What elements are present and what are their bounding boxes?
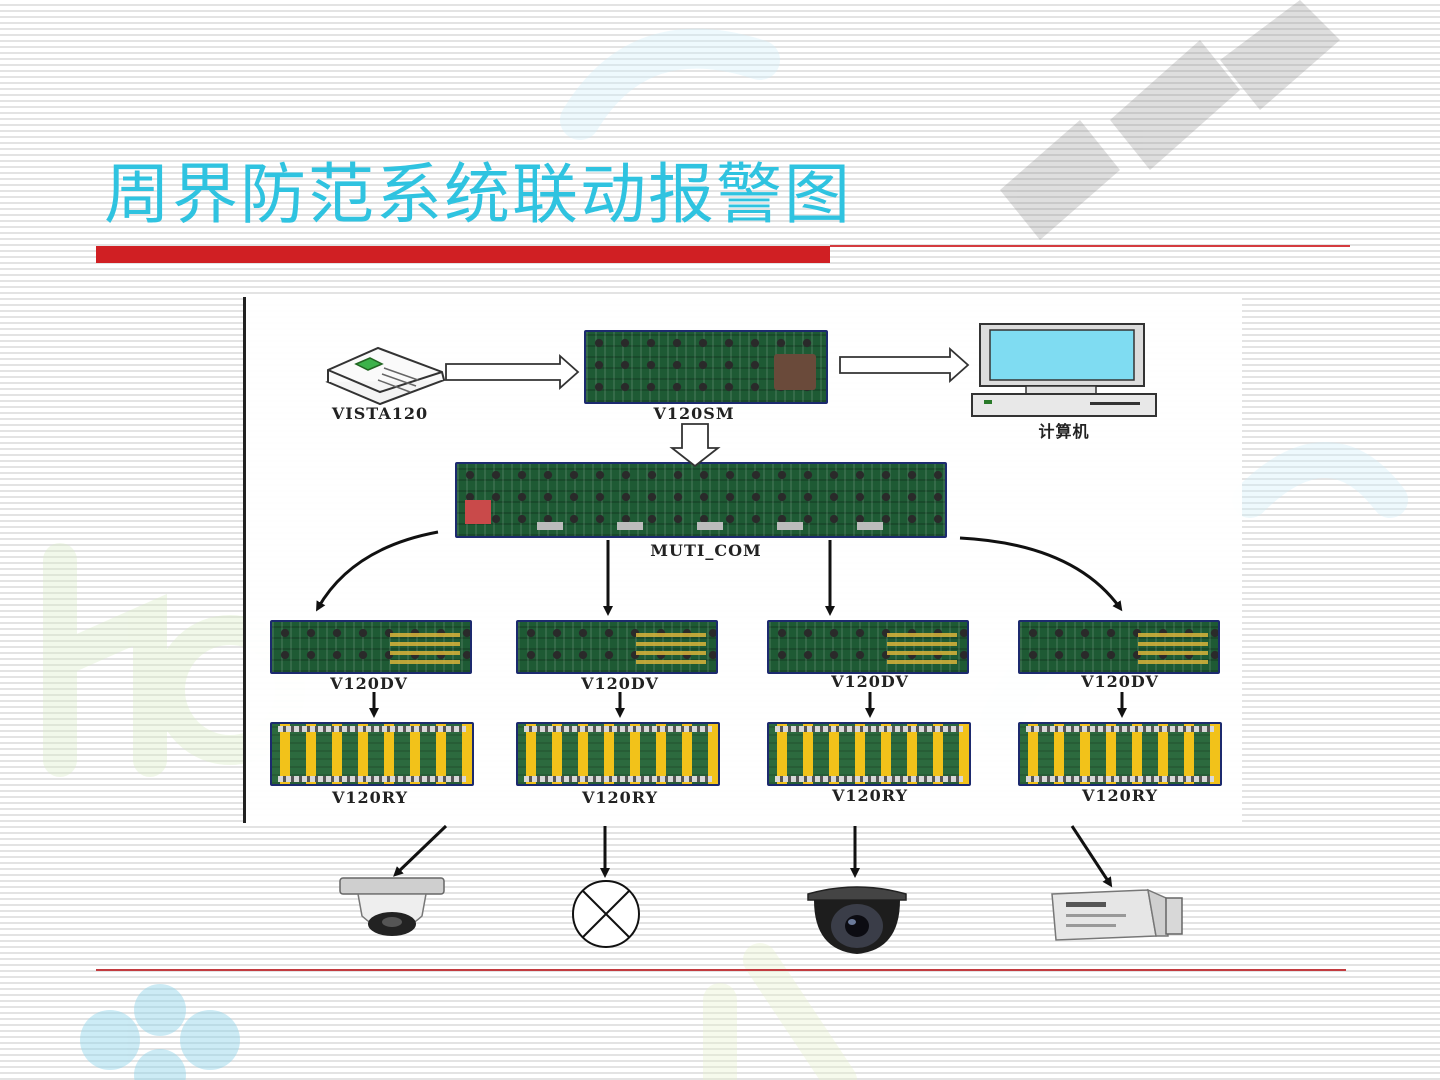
dome-camera-icon xyxy=(807,886,907,954)
arrow-ry-to-device-4 xyxy=(1070,825,1113,888)
vista120-label: VISTA120 xyxy=(331,404,429,423)
v120sm-label: V120SM xyxy=(653,404,735,423)
v120dv-board xyxy=(516,620,718,674)
slide-title: 周界防范系统联动报警图 xyxy=(104,156,852,233)
v120ry-label: V120RY xyxy=(581,788,659,807)
speed-dome-camera-icon xyxy=(339,877,445,936)
v120ry-board xyxy=(767,722,971,786)
box-camera-icon xyxy=(1051,888,1183,941)
vista120-panel-icon xyxy=(325,346,447,406)
v120ry-board xyxy=(516,722,720,786)
computer-label: 计算机 xyxy=(1038,422,1090,441)
v120dv-label: V120DV xyxy=(831,672,909,691)
v120dv-label: V120DV xyxy=(330,674,408,693)
v120sm-board xyxy=(584,330,828,404)
v120ry-label: V120RY xyxy=(1081,786,1159,805)
v120ry-label: V120RY xyxy=(831,786,909,805)
title-rule xyxy=(830,245,1350,247)
v120dv-board xyxy=(1018,620,1220,674)
v120ry-label: V120RY xyxy=(331,788,409,807)
title-accent-bar xyxy=(96,246,830,263)
diagram-left-edge xyxy=(243,297,246,823)
computer-icon xyxy=(971,323,1157,417)
v120dv-board xyxy=(270,620,472,674)
arrow-ry-to-device-1 xyxy=(393,824,448,877)
v120dv-board xyxy=(767,620,969,674)
v120ry-board xyxy=(270,722,474,786)
v120ry-board xyxy=(1018,722,1222,786)
muti-com-board xyxy=(455,462,947,538)
v120dv-label: V120DV xyxy=(581,674,659,693)
v120dv-label: V120DV xyxy=(1081,672,1159,691)
footer-rule xyxy=(96,969,1346,971)
muti-com-label: MUTI_COM xyxy=(650,541,762,560)
alarm-lamp-icon xyxy=(572,880,640,948)
